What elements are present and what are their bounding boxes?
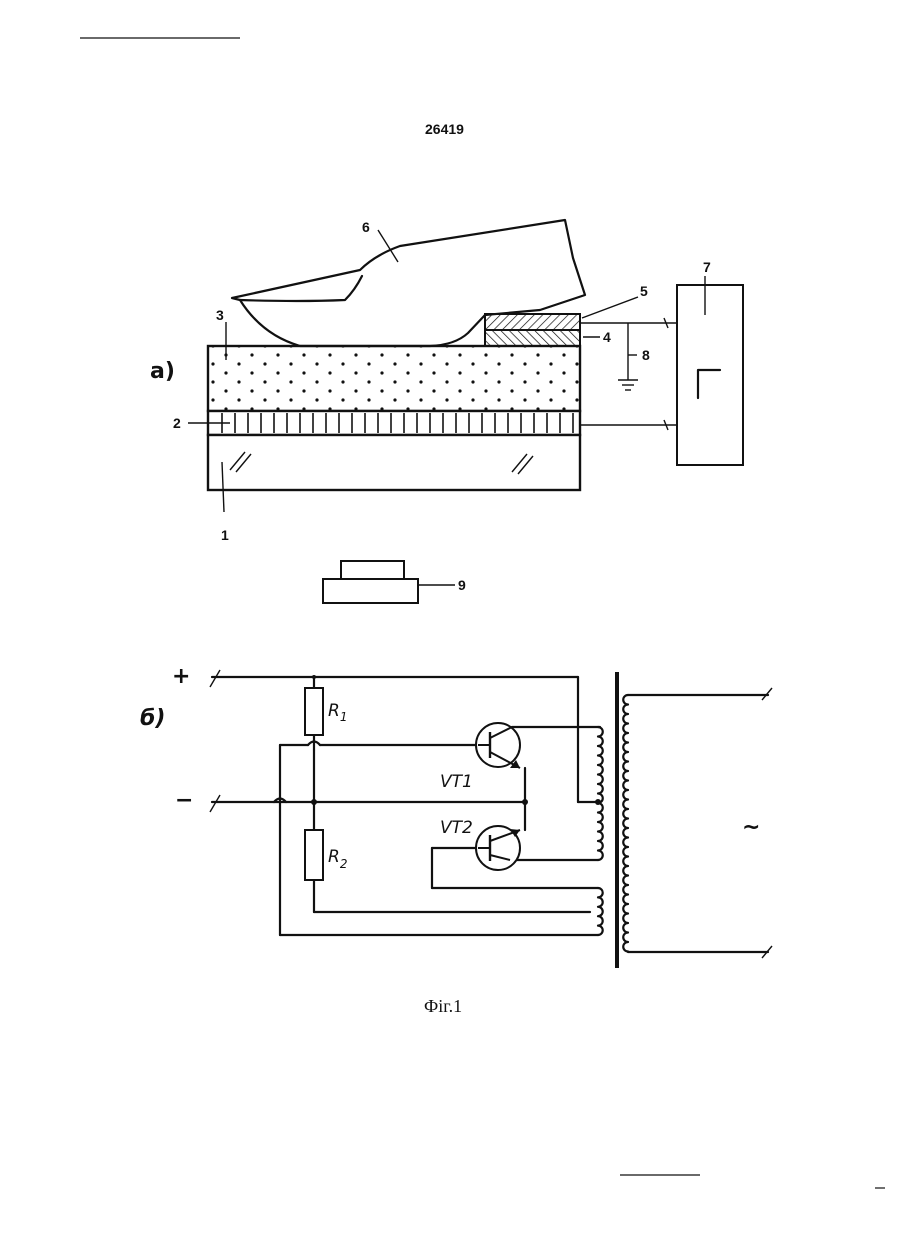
r2-label: R2 bbox=[328, 847, 347, 871]
foot-sole-line bbox=[240, 276, 362, 301]
part-a-label: а) bbox=[150, 359, 175, 384]
label-4: 4 bbox=[603, 329, 611, 345]
diagram-part-a: а) bbox=[150, 219, 743, 603]
coil-turns bbox=[598, 727, 603, 860]
label-1: 1 bbox=[221, 527, 229, 543]
figure-caption: Фіг.1 bbox=[424, 996, 462, 1016]
primary-winding-lower bbox=[598, 888, 603, 935]
scan-artifacts bbox=[80, 38, 885, 1188]
vt2-label: VT2 bbox=[440, 818, 473, 838]
coil-turns bbox=[598, 888, 603, 935]
device-9-top bbox=[341, 561, 404, 579]
label-3: 3 bbox=[216, 307, 224, 323]
vt1-label: VT1 bbox=[440, 772, 473, 792]
primary-winding-upper bbox=[598, 727, 603, 860]
circuit-wires bbox=[212, 677, 768, 952]
terminal-ticks bbox=[210, 670, 772, 958]
label-8: 8 bbox=[642, 347, 650, 363]
label-9: 9 bbox=[458, 577, 466, 593]
minus-terminal: − bbox=[175, 788, 193, 813]
label-2: 2 bbox=[173, 415, 181, 431]
device-9-base bbox=[323, 579, 418, 603]
label-5: 5 bbox=[640, 283, 648, 299]
resistor-r2 bbox=[305, 830, 323, 880]
layer-2 bbox=[208, 411, 580, 435]
electrode-5 bbox=[485, 314, 580, 330]
ac-symbol: ~ bbox=[742, 815, 760, 840]
plus-terminal: + bbox=[172, 664, 190, 689]
layer-3 bbox=[208, 346, 580, 411]
wires-to-generator bbox=[580, 318, 677, 430]
page-number: 26419 bbox=[425, 121, 464, 137]
resistor-r1 bbox=[305, 688, 323, 735]
transistor-vt1 bbox=[476, 723, 520, 768]
r1-label: R1 bbox=[328, 701, 347, 724]
generator-7 bbox=[677, 285, 743, 465]
diagram-part-b: б) + − bbox=[140, 664, 772, 968]
transistor-vt2 bbox=[476, 826, 520, 870]
part-b-label: б) bbox=[140, 706, 165, 731]
coil-turns bbox=[623, 695, 628, 952]
label-6: 6 bbox=[362, 219, 370, 235]
substrate-1 bbox=[208, 435, 580, 490]
secondary-winding bbox=[623, 695, 628, 952]
label-7: 7 bbox=[703, 259, 711, 275]
layer-4 bbox=[485, 330, 580, 346]
